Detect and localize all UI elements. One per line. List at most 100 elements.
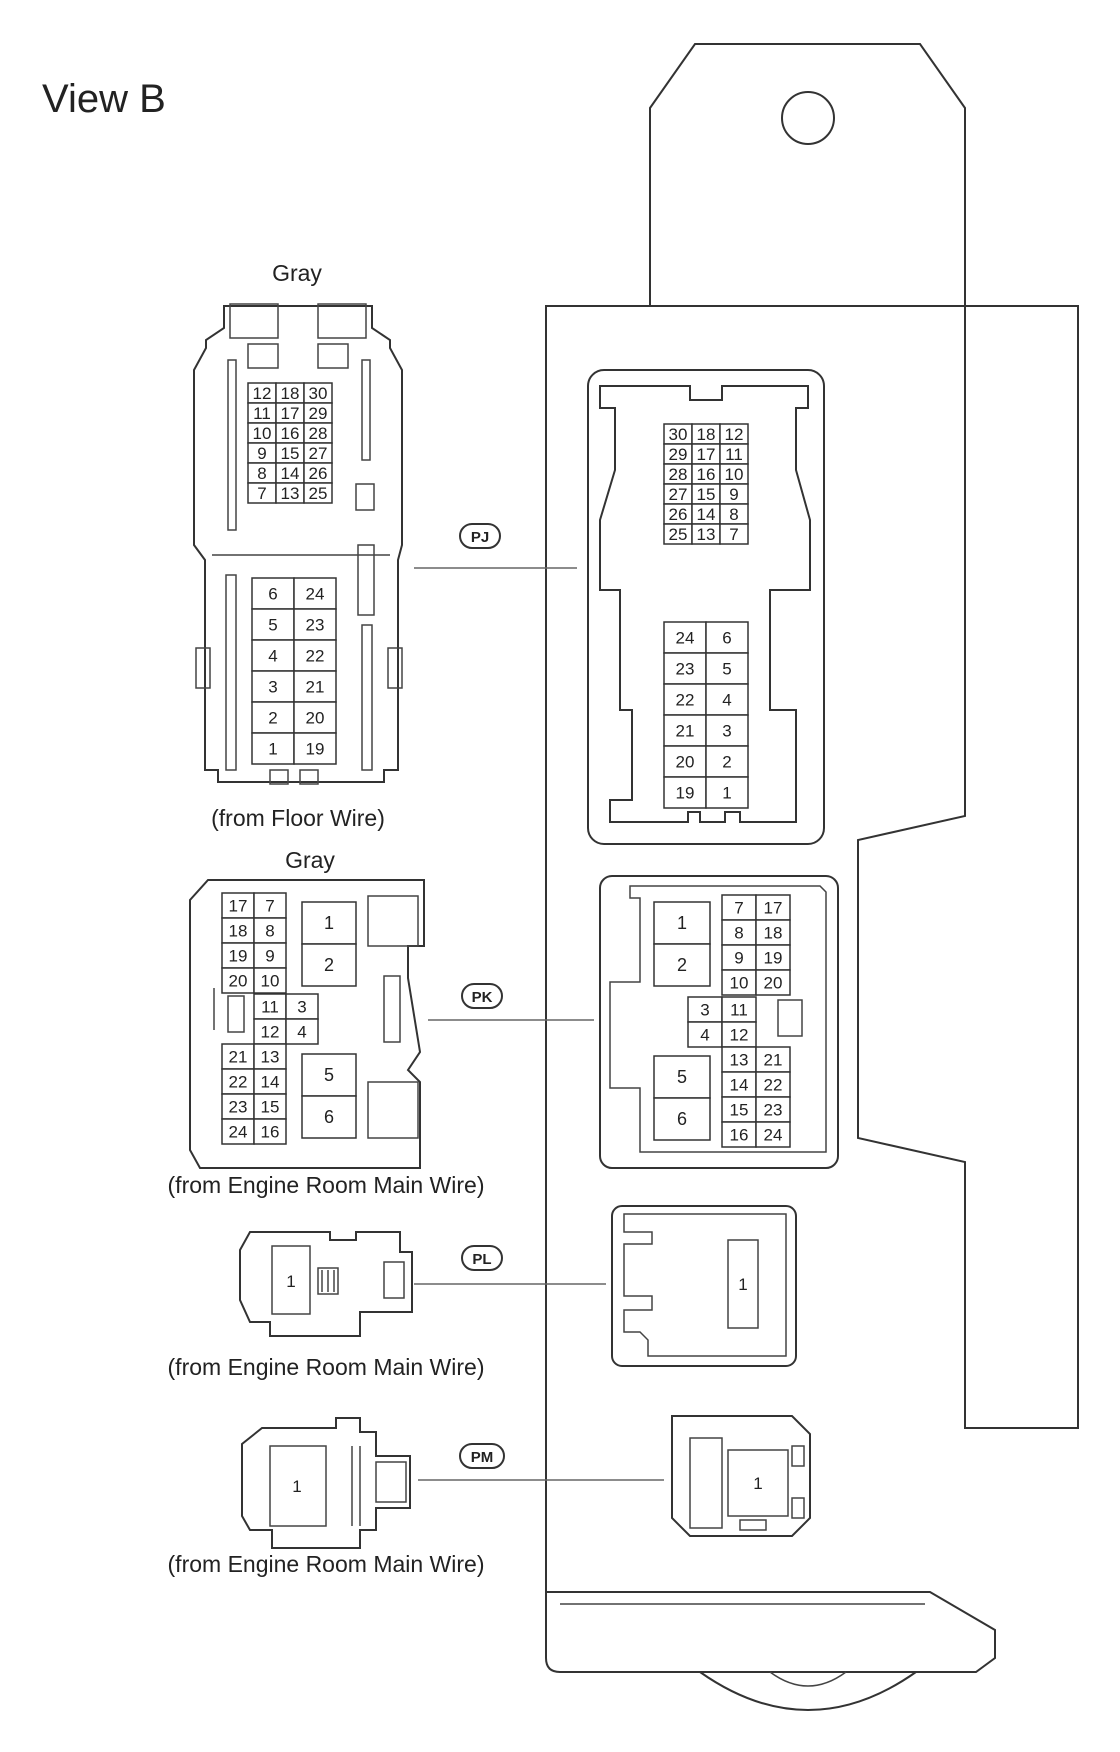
pj-left-upper-pin-number: 11 [253,404,271,423]
pk-right-mid-grid: 3 11 4 12 [687,996,757,1048]
pk-right-mid-pin-number: 4 [700,1026,709,1045]
pk-left-top-pin-number: 9 [265,947,274,966]
pj-left-upper-pin-number: 14 [281,464,300,483]
pj-left-lower-cell [251,639,295,672]
pj-right-lower-pin-number: 19 [676,784,695,803]
pk-right-bottom-pin-number: 14 [730,1076,749,1095]
pj-left-lower-pin-number: 19 [306,740,325,759]
pk-right-mid-pin-number: 3 [700,1001,709,1020]
pk-right-top-pin-number: 8 [734,924,743,943]
pl-right-pin: 1 [738,1275,747,1294]
pj-right-upper-pin-number: 13 [697,525,716,544]
pj-left-lower-pin-number: 5 [268,616,277,635]
pj-right-lower-pin-number: 6 [722,629,731,648]
pj-right-upper-pin-number: 28 [669,465,688,484]
pm-right-pin: 1 [753,1474,762,1493]
pj-right-upper-pin-number: 15 [697,485,716,504]
pj-left-lower-pin-number: 6 [268,585,277,604]
pk-right-top-cell [721,894,757,921]
pk-right-bottom-pin-number: 22 [764,1076,783,1095]
pj-left-upper-pin-number: 27 [309,444,328,463]
pk-right-large-cell [653,943,711,987]
pj-left-lower-cell [251,670,295,703]
pk-left-bottom-pin-number: 13 [261,1048,280,1067]
pk-right-top-cell [721,919,757,946]
pk-right-bottom-pin-number: 15 [730,1101,749,1120]
pk-left-top-pin-number: 18 [229,922,248,941]
pk-left-top-pin-number: 10 [261,972,280,991]
pk-right-large-pin-number: 6 [677,1109,687,1129]
pj-left-lower-cell [293,670,337,703]
pj-right-lower-pin-number: 4 [722,691,731,710]
pj-left-upper-pin-number: 29 [309,404,328,423]
pk-right-large-pin-number: 2 [677,955,687,975]
pk-left-large-pin-number: 6 [324,1107,334,1127]
pj-right-lower-cell [663,714,707,747]
pl-source-label: (from Engine Room Main Wire) [168,1354,485,1380]
pj-right-lower-pin-number: 5 [722,660,731,679]
pj-left-upper-pin-number: 8 [257,464,266,483]
pk-right-mid-pin-number: 11 [730,1001,748,1020]
pk-left-bottom-pin-number: 21 [229,1048,248,1067]
pj-left-lower-pin-number: 2 [268,709,277,728]
pk-left-mid-pin-number: 3 [297,998,306,1017]
pk-left-large-pin-number: 2 [324,955,334,975]
pk-left-bottom-cell [221,1043,255,1070]
pk-left-bottom-pin-number: 23 [229,1098,248,1117]
pk-right-bottom-pin-number: 16 [730,1126,749,1145]
pj-left-upper-pin-number: 7 [257,484,266,503]
pj-left-upper-pin-number: 10 [253,424,272,443]
pk-right-mid-cell [721,996,757,1023]
connector-pl-left: 1 (from Engine Room Main Wire) [168,1231,485,1380]
pk-right-mid-cell [687,1021,723,1048]
pj-right-upper-pin-number: 30 [669,425,688,444]
pk-right-bottom-pin-number: 24 [764,1126,783,1145]
pk-left-bottom-cell [253,1118,287,1145]
pm-left-pin: 1 [292,1477,301,1496]
pj-right-upper-pin-number: 26 [669,505,688,524]
pk-right-large-pin-number: 5 [677,1067,687,1087]
pk-right-bottom-cell [755,1121,791,1148]
pj-left-lower-pin-number: 20 [306,709,325,728]
pj-right-lower-pin-number: 21 [676,722,695,741]
pj-right-upper-cell [719,523,749,545]
connector-pm-right: 1 [671,1415,811,1537]
pj-right-upper-pin-number: 12 [725,425,744,444]
pk-right-mid-pin-number: 12 [730,1026,749,1045]
pj-right-upper-pin-number: 27 [669,485,688,504]
junction-block-body [545,43,1079,1711]
connector-pl-right: 1 [611,1205,797,1367]
pk-left-bottom-pin-number: 14 [261,1073,280,1092]
pm-callout: PM [418,1443,664,1481]
pj-left-upper-pin-number: 16 [281,424,300,443]
pj-code-label: PJ [471,529,489,546]
pj-right-lower-pin-number: 20 [676,753,695,772]
pk-right-top-pin-number: 10 [730,974,749,993]
pk-left-large-pin-number: 1 [324,913,334,933]
pk-left-top-pin-number: 7 [265,897,274,916]
pl-left-pin: 1 [286,1272,295,1291]
pj-right-upper-pin-number: 29 [669,445,688,464]
pm-code-label: PM [471,1449,494,1466]
pk-right-large-cell [653,1097,711,1141]
pk-left-top-cell [253,917,287,944]
pj-right-lower-pin-number: 3 [722,722,731,741]
pj-right-upper-pin-number: 10 [725,465,744,484]
pk-left-top-pin-number: 19 [229,947,248,966]
pk-left-mid-pin-number: 4 [297,1023,306,1042]
pk-left-large-cell [301,1095,357,1139]
pl-code-label: PL [472,1251,491,1268]
pj-left-upper-pin-number: 9 [257,444,266,463]
pk-right-mid-cell [721,1021,757,1048]
pk-right-bottom-pin-number: 21 [764,1051,783,1070]
pj-right-upper-pin-number: 17 [697,445,716,464]
pj-left-upper-pin-number: 30 [309,384,328,403]
pk-left-top-cell [253,942,287,969]
